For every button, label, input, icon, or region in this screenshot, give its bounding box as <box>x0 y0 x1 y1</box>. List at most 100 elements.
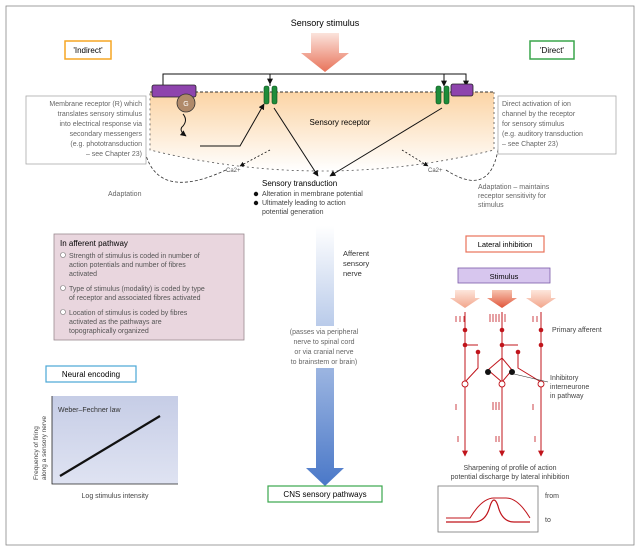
sharpening-profile-box <box>437 485 539 533</box>
adaptation-right-curve <box>445 121 503 181</box>
stimulus-arrow <box>301 33 349 72</box>
neural-encoding-title-box <box>45 365 137 383</box>
ca-right-label: Ca2+ <box>428 168 443 174</box>
direct-label: 'Direct' <box>540 46 564 55</box>
sensory-receptor-cell <box>150 92 494 171</box>
svg-text:potential discharge by lateral: potential discharge by lateral inhibitio… <box>451 474 570 481</box>
stimulus-bar <box>457 267 551 284</box>
svg-text:topographically organized: topographically organized <box>69 328 149 335</box>
top-feedback-line <box>162 73 469 88</box>
svg-text:Frequency of firing: Frequency of firing <box>33 426 40 480</box>
direct-note-box <box>497 95 617 155</box>
indirect-label-box <box>64 40 112 60</box>
stim-arrow-left <box>450 290 480 308</box>
lateral-inhibition-title: Lateral inhibition <box>478 240 533 249</box>
svg-text:translates sensory stimulus: translates sensory stimulus <box>58 111 143 118</box>
passes-note: (passes via peripheral nerve to spinal c… <box>290 329 359 366</box>
svg-text:Type of stimulus (modality) is: Type of stimulus (modality) is coded by … <box>69 286 205 293</box>
svg-text:(passes via peripheral: (passes via peripheral <box>290 329 359 336</box>
profile-to-curve <box>446 499 530 523</box>
second-messenger-arrow <box>179 113 187 137</box>
svg-text:channel by the receptor: channel by the receptor <box>502 111 576 118</box>
svg-text:Inhibitory: Inhibitory <box>550 375 579 382</box>
weber-fechner-line <box>59 415 161 477</box>
svg-text:Afferent: Afferent <box>343 249 370 258</box>
stim-arrow-right <box>526 290 556 308</box>
direct-note: Direct activation of ion channel by the … <box>502 101 583 148</box>
direct-label-box <box>529 40 575 60</box>
svg-text:– see Chapter 23): – see Chapter 23) <box>86 151 142 158</box>
svg-text:into electrical response via: into electrical response via <box>60 121 143 128</box>
svg-text:to brainstem or brain): to brainstem or brain) <box>291 359 358 366</box>
membrane-receptor-note: Membrane receptor (R) which translates s… <box>49 101 142 158</box>
indirect-label: 'Indirect' <box>73 46 103 55</box>
inhibitory-interneurones <box>485 369 515 375</box>
list-item-bullet <box>60 252 66 258</box>
svg-text:interneurone: interneurone <box>550 384 589 391</box>
svg-text:stimulus: stimulus <box>478 202 504 209</box>
svg-text:activated: activated <box>69 271 97 278</box>
sensory-receptor-label: Sensory receptor <box>310 118 371 127</box>
channel-left-arrow <box>273 107 319 177</box>
svg-text:for sensory stimulus: for sensory stimulus <box>502 121 565 128</box>
relay-nodes <box>461 380 545 388</box>
svg-text:of receptor and associated fib: of receptor and associated fibres activa… <box>69 295 201 302</box>
stimulus-bar-label: Stimulus <box>490 272 519 281</box>
svg-text:along a sensory nerve: along a sensory nerve <box>41 416 48 480</box>
svg-text:sensory: sensory <box>343 259 370 268</box>
transduction-title: Sensory transduction <box>262 179 337 188</box>
afferent-label: Afferent sensory nerve <box>343 249 370 278</box>
messenger-to-channel-arrow <box>200 103 265 147</box>
svg-text:action potentials and number o: action potentials and number of fibres <box>69 262 186 269</box>
stimulus-title: Sensory stimulus <box>291 18 360 28</box>
afferent-pathway-items: Strength of stimulus is coded in number … <box>60 252 205 335</box>
stim-arrow-center <box>487 290 517 308</box>
transduction-bullet-2b: potential generation <box>262 209 324 216</box>
transduction-bullet-2: Ultimately leading to action <box>262 200 346 207</box>
direct-receptor <box>450 83 474 97</box>
svg-text:receptor sensitivity for: receptor sensitivity for <box>478 193 547 200</box>
primary-afferent-label: Primary afferent <box>552 327 602 334</box>
svg-text:or via cranial nerve: or via cranial nerve <box>294 349 353 356</box>
interneurone-label: Inhibitory interneurone in pathway <box>550 375 589 400</box>
ion-channel-left <box>263 85 270 105</box>
cns-label-box <box>267 485 383 503</box>
membrane-receptor-note-box <box>25 95 147 165</box>
spike-ticks <box>455 314 542 442</box>
profile-to-label: to <box>545 517 551 524</box>
svg-text:secondary messengers: secondary messengers <box>70 131 143 138</box>
profile-from-label: from <box>545 493 559 500</box>
svg-text:Location of stimulus is coded: Location of stimulus is coded by fibres <box>69 310 188 317</box>
svg-text:in pathway: in pathway <box>550 393 584 400</box>
ion-channel-right <box>435 85 442 105</box>
neural-encoding-xlabel: Log stimulus intensity <box>82 493 149 500</box>
neural-encoding-ylabel: Frequency of firing along a sensory nerv… <box>33 416 48 480</box>
adaptation-right-label: Adaptation – maintains receptor sensitiv… <box>478 184 550 209</box>
lateral-inhibition-title-box <box>465 235 545 253</box>
ca-left-label: Ca2+ <box>226 168 241 174</box>
svg-text:activated as the pathways are: activated as the pathways are <box>69 319 162 326</box>
channel-right-arrow <box>329 107 443 177</box>
svg-text:Sharpening of profile of actio: Sharpening of profile of action <box>463 465 556 472</box>
svg-text:Membrane receptor (R) which: Membrane receptor (R) which <box>49 101 142 108</box>
afferent-pathway-title: In afferent pathway <box>60 239 128 248</box>
svg-text:– see Chapter 23): – see Chapter 23) <box>502 141 558 148</box>
profile-from-curve <box>446 497 531 519</box>
figure-frame <box>5 5 635 546</box>
neuron-nodes <box>462 327 544 355</box>
svg-text:Direct activation of ion: Direct activation of ion <box>502 101 571 108</box>
svg-text:nerve: nerve <box>343 269 362 278</box>
svg-text:Strength of stimulus is coded: Strength of stimulus is coded in number … <box>69 253 200 260</box>
neural-encoding-title: Neural encoding <box>62 370 120 379</box>
transduction-bullet-1: Alteration in membrane potential <box>262 191 363 198</box>
weber-fechner-label: Weber–Fechner law <box>58 407 121 414</box>
g-protein <box>176 93 196 113</box>
afferent-pathway-box <box>53 233 245 341</box>
svg-text:(e.g. phototransduction: (e.g. phototransduction <box>70 141 142 148</box>
svg-text:Adaptation – maintains: Adaptation – maintains <box>478 184 550 191</box>
svg-text:nerve to spinal cord: nerve to spinal cord <box>293 339 354 346</box>
svg-text:(e.g. auditory transduction: (e.g. auditory transduction <box>502 131 583 138</box>
adaptation-left-label: Adaptation <box>108 191 142 198</box>
g-protein-label: G <box>183 101 188 108</box>
